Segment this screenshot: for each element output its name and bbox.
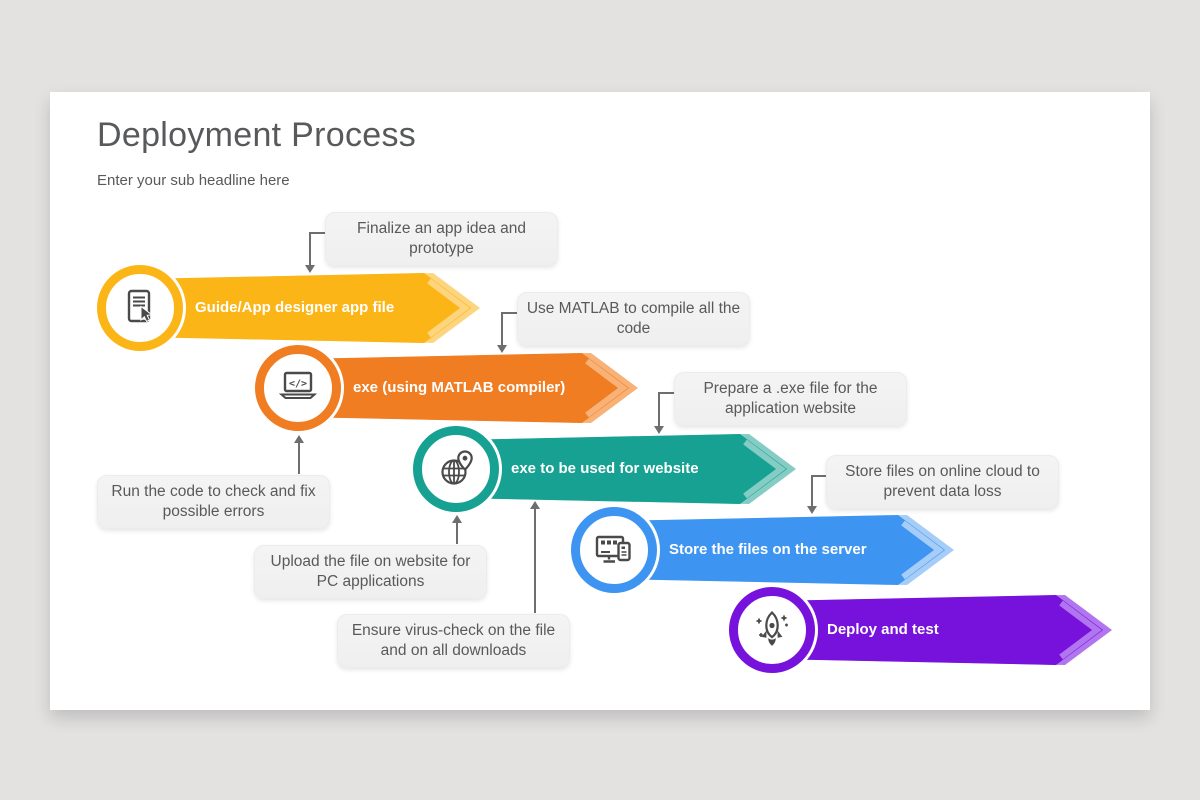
arrow-banner xyxy=(454,434,796,504)
step-icon-circle xyxy=(729,587,815,673)
slide: Deployment Process Enter your sub headli… xyxy=(50,92,1150,710)
step-label: Store the files on the server xyxy=(669,541,867,558)
arrow-banner-shape xyxy=(612,515,945,585)
slide-title: Deployment Process xyxy=(97,116,417,154)
step-icon-circle xyxy=(413,426,499,512)
callout-text: Finalize an app idea and prototype xyxy=(357,220,526,257)
connector-lines xyxy=(294,232,826,613)
svg-text:</>: </> xyxy=(289,379,307,390)
connector-arrowhead xyxy=(654,426,664,434)
rocket-icon xyxy=(756,610,788,646)
connector-line xyxy=(501,312,517,349)
step-label: exe (using MATLAB compiler) xyxy=(353,379,566,396)
step-label: Guide/App designer app file xyxy=(195,299,395,316)
arrow-tip-highlight xyxy=(427,278,470,338)
arrow-banner xyxy=(138,273,480,343)
callout-text: Prepare a .exe file for the application … xyxy=(703,380,878,417)
arrow-banner xyxy=(296,353,638,423)
connector-arrowhead xyxy=(807,506,817,514)
arrow-tip-highlight xyxy=(1059,600,1102,660)
arrow-banner-shape xyxy=(296,353,629,423)
arrow-banner-shape xyxy=(770,595,1103,665)
callout-box: Store files on online cloud to prevent d… xyxy=(826,455,1059,509)
connector-arrowhead xyxy=(497,345,507,353)
connector-line xyxy=(811,475,826,510)
connector-arrowhead xyxy=(530,501,540,509)
arrow-banner xyxy=(612,515,954,585)
process-diagram: Guide/App designer app file </> exe (using… xyxy=(50,92,1150,710)
globe-pin-icon xyxy=(441,450,473,485)
tablet-touch-icon xyxy=(127,289,154,323)
callout-box: Prepare a .exe file for the application … xyxy=(674,372,907,426)
step-icon-circle: </> xyxy=(255,345,341,431)
connector-line xyxy=(309,232,325,269)
arrow-tip-highlight xyxy=(585,358,628,418)
callout-box: Use MATLAB to compile all the code xyxy=(517,292,750,346)
arrow-banner-shape xyxy=(138,273,471,343)
step-icon-circle xyxy=(571,507,657,593)
connector-arrowhead xyxy=(305,265,315,273)
callout-box: Ensure virus-check on the file and on al… xyxy=(337,614,570,668)
callout-text: Upload the file on website for PC applic… xyxy=(270,553,471,590)
laptop-code-icon: </> xyxy=(278,371,318,399)
connector-arrowhead xyxy=(294,435,304,443)
arrow-banner-shape xyxy=(454,434,787,504)
connector-arrowhead xyxy=(452,515,462,523)
callout-box: Run the code to check and fix possible e… xyxy=(97,475,330,529)
callout-box: Upload the file on website for PC applic… xyxy=(254,545,487,599)
connector-line xyxy=(658,392,674,430)
slide-subtitle: Enter your sub headline here xyxy=(97,172,290,189)
callout-text: Use MATLAB to compile all the code xyxy=(526,300,741,337)
callout-text: Store files on online cloud to prevent d… xyxy=(845,463,1040,500)
step-label: Deploy and test xyxy=(827,621,939,638)
callout-text: Ensure virus-check on the file and on al… xyxy=(351,622,556,659)
arrow-banner xyxy=(770,595,1112,665)
step-icon-circle xyxy=(97,265,183,351)
step-label: exe to be used for website xyxy=(511,460,699,477)
monitor-phone-icon xyxy=(595,535,631,563)
callout-text: Run the code to check and fix possible e… xyxy=(111,483,316,520)
callout-box: Finalize an app idea and prototype xyxy=(325,212,558,266)
arrow-tip-highlight xyxy=(743,439,786,499)
arrow-tip-highlight xyxy=(901,520,944,580)
